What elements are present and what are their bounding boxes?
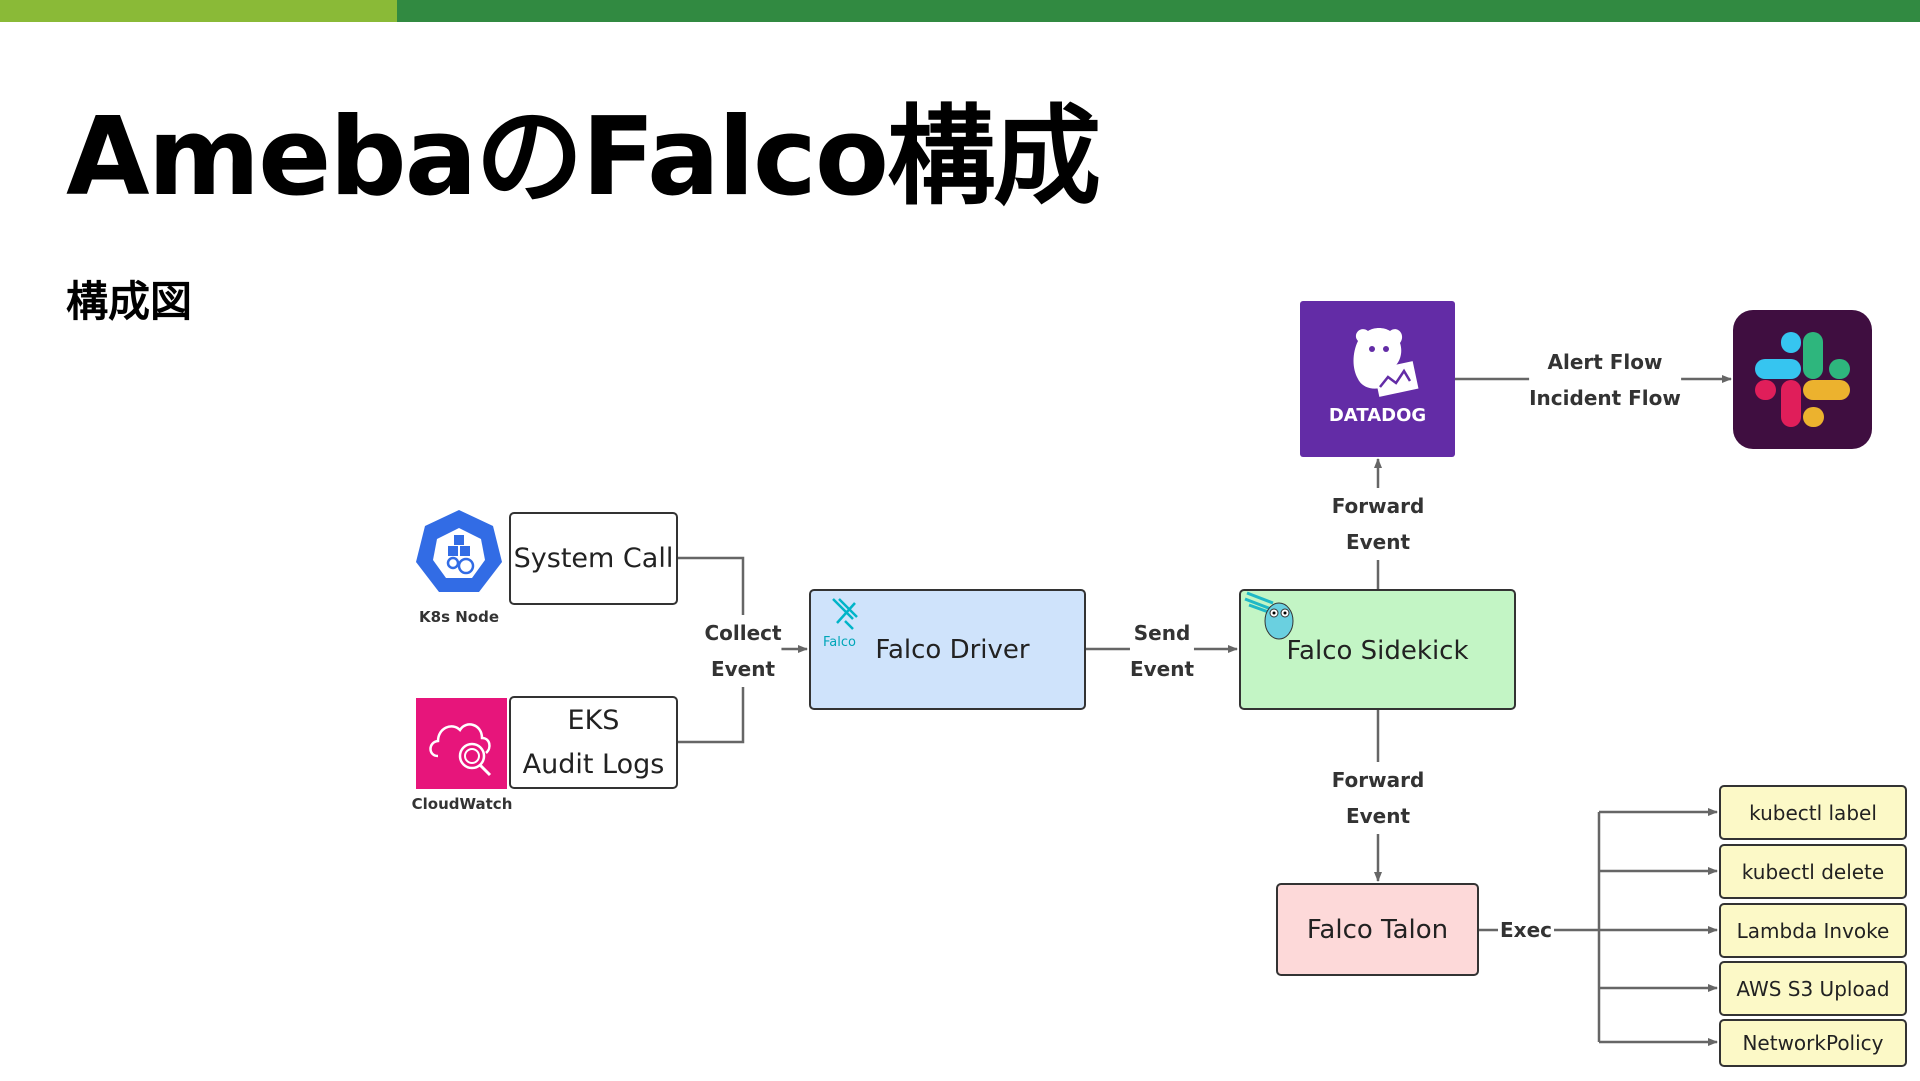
falco-driver-label: Falco Driver — [875, 634, 1030, 665]
alert-flow-line2: Incident Flow — [1529, 386, 1681, 410]
send-label-line1: Send — [1133, 621, 1191, 645]
system-call-box: System Call — [509, 512, 678, 605]
cloudwatch-caption: CloudWatch — [411, 795, 513, 813]
falco-sidekick-label: Falco Sidekick — [1286, 635, 1469, 666]
forward-up-line1: Forward — [1331, 494, 1425, 518]
k8s-node-caption: K8s Node — [419, 608, 499, 626]
datadog-wordmark: DATADOG — [1328, 405, 1427, 426]
action-label: kubectl label — [1749, 800, 1877, 825]
action-kubectl-delete: kubectl delete — [1719, 844, 1907, 899]
eks-label-line1: EKS — [567, 704, 620, 736]
send-event-label: Send Event — [1129, 615, 1195, 687]
alert-flow-line1: Alert Flow — [1547, 350, 1663, 374]
top-accent-bar-right — [397, 0, 1920, 22]
falco-sidekick-box: Falco Sidekick — [1239, 589, 1516, 710]
edge-systemcall-collect — [677, 556, 745, 615]
send-label-line2: Event — [1129, 657, 1195, 681]
cloudwatch-icon — [416, 698, 507, 789]
section-subtitle: 構成図 — [66, 277, 193, 326]
falco-driver-box: Falco Falco Driver — [809, 589, 1086, 710]
eks-audit-logs-box: EKS Audit Logs — [509, 696, 678, 789]
forward-down-line2: Event — [1345, 804, 1411, 828]
action-label: AWS S3 Upload — [1736, 976, 1890, 1001]
falco-icon: Falco — [823, 595, 867, 651]
forward-event-down-label: Forward Event — [1331, 762, 1425, 834]
forward-down-line1: Forward — [1331, 768, 1425, 792]
forward-event-up-label: Forward Event — [1331, 488, 1425, 560]
kubernetes-icon — [413, 508, 505, 600]
collect-label-line1: Collect — [704, 621, 782, 645]
alert-incident-flow-label: Alert Flow Incident Flow — [1529, 344, 1681, 416]
top-accent-bar-left — [0, 0, 397, 22]
eks-label-line2: Audit Logs — [522, 748, 665, 780]
forward-up-line2: Event — [1345, 530, 1411, 554]
gopher-mascot-icon — [1243, 589, 1303, 645]
action-label: kubectl delete — [1741, 859, 1885, 884]
action-label: Lambda Invoke — [1736, 918, 1890, 943]
slack-icon — [1733, 310, 1872, 449]
action-aws-s3-upload: AWS S3 Upload — [1719, 961, 1907, 1016]
collect-event-label: Collect Event — [704, 615, 782, 687]
action-lambda-invoke: Lambda Invoke — [1719, 903, 1907, 958]
action-kubectl-label: kubectl label — [1719, 785, 1907, 840]
action-label: NetworkPolicy — [1742, 1031, 1884, 1055]
system-call-label: System Call — [513, 542, 674, 574]
exec-label: Exec — [1498, 912, 1554, 948]
falco-logo-text: Falco — [823, 635, 856, 650]
falco-talon-box: Falco Talon — [1276, 883, 1479, 976]
datadog-icon — [1353, 328, 1419, 397]
edge-eks-collect — [677, 687, 745, 744]
action-networkpolicy: NetworkPolicy — [1719, 1019, 1907, 1067]
page-title: AmebaのFalco構成 — [66, 95, 1101, 220]
collect-label-line2: Event — [710, 657, 776, 681]
falco-talon-label: Falco Talon — [1306, 914, 1449, 945]
datadog-tile: DATADOG — [1300, 301, 1455, 457]
